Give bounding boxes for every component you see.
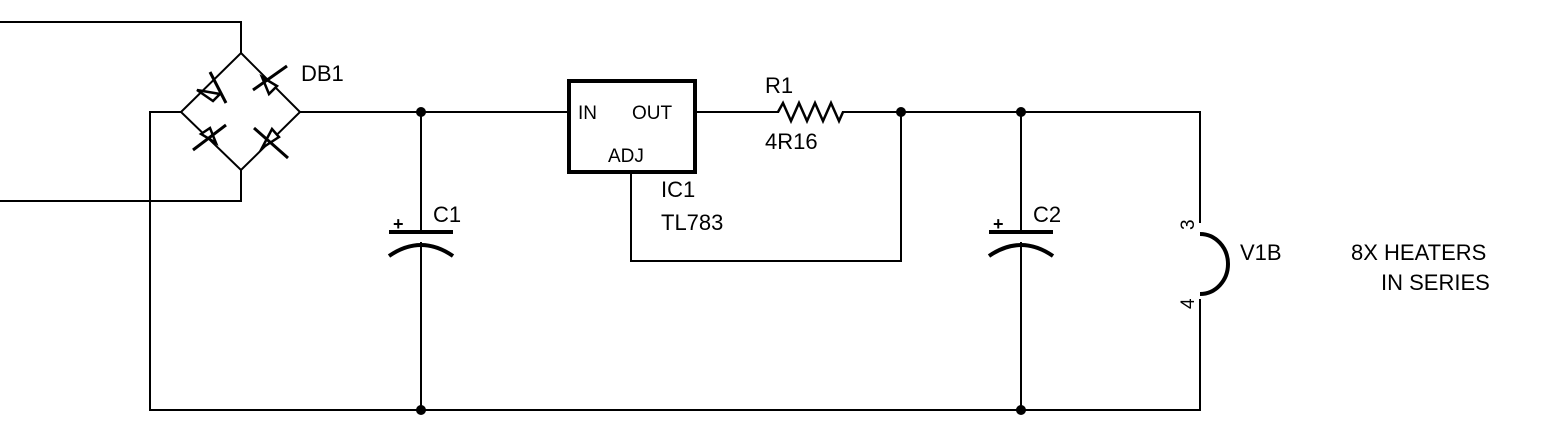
c2-ref-label: C2 [1033,202,1061,227]
heater-ref-label: V1B [1240,240,1282,265]
heater-pin-bottom: 4 [1178,298,1199,309]
r1-ref-label: R1 [765,73,793,98]
resistor-r1: R1 4R16 [765,73,845,154]
ic1-ref-label: IC1 [661,177,695,202]
r1-value-label: 4R16 [765,129,818,154]
diode-top-right [252,64,288,97]
regulator-ic1: IN OUT ADJ IC1 TL783 [567,79,723,235]
ic1-pin-out: OUT [632,103,673,124]
c1-polarity-mark: + [393,214,404,234]
note-line-2: IN SERIES [1381,270,1490,295]
ac-input-wires [0,21,242,202]
ic1-part-label: TL783 [661,210,723,235]
bridge-ref-label: DB1 [301,61,344,86]
bridge-rectifier: DB1 [179,51,344,172]
c1-ref-label: C1 [433,202,461,227]
diode-bottom-left [192,123,227,152]
ic1-pin-in: IN [578,103,597,124]
note-line-1: 8X HEATERS [1351,240,1486,265]
heater-note: 8X HEATERS IN SERIES [1351,240,1490,295]
diode-top-left [196,71,228,104]
ic1-pin-adj: ADJ [608,146,644,167]
diode-bottom-right [253,126,289,160]
junction-nodes [416,107,1026,415]
main-wiring [149,111,1201,411]
capacitor-c1: + C1 [387,202,461,258]
heater-pin-top: 3 [1178,219,1199,230]
heater-v1b: 3 4 V1B [1178,219,1282,309]
capacitor-c2: + C2 [987,202,1061,258]
c2-polarity-mark: + [993,214,1004,234]
